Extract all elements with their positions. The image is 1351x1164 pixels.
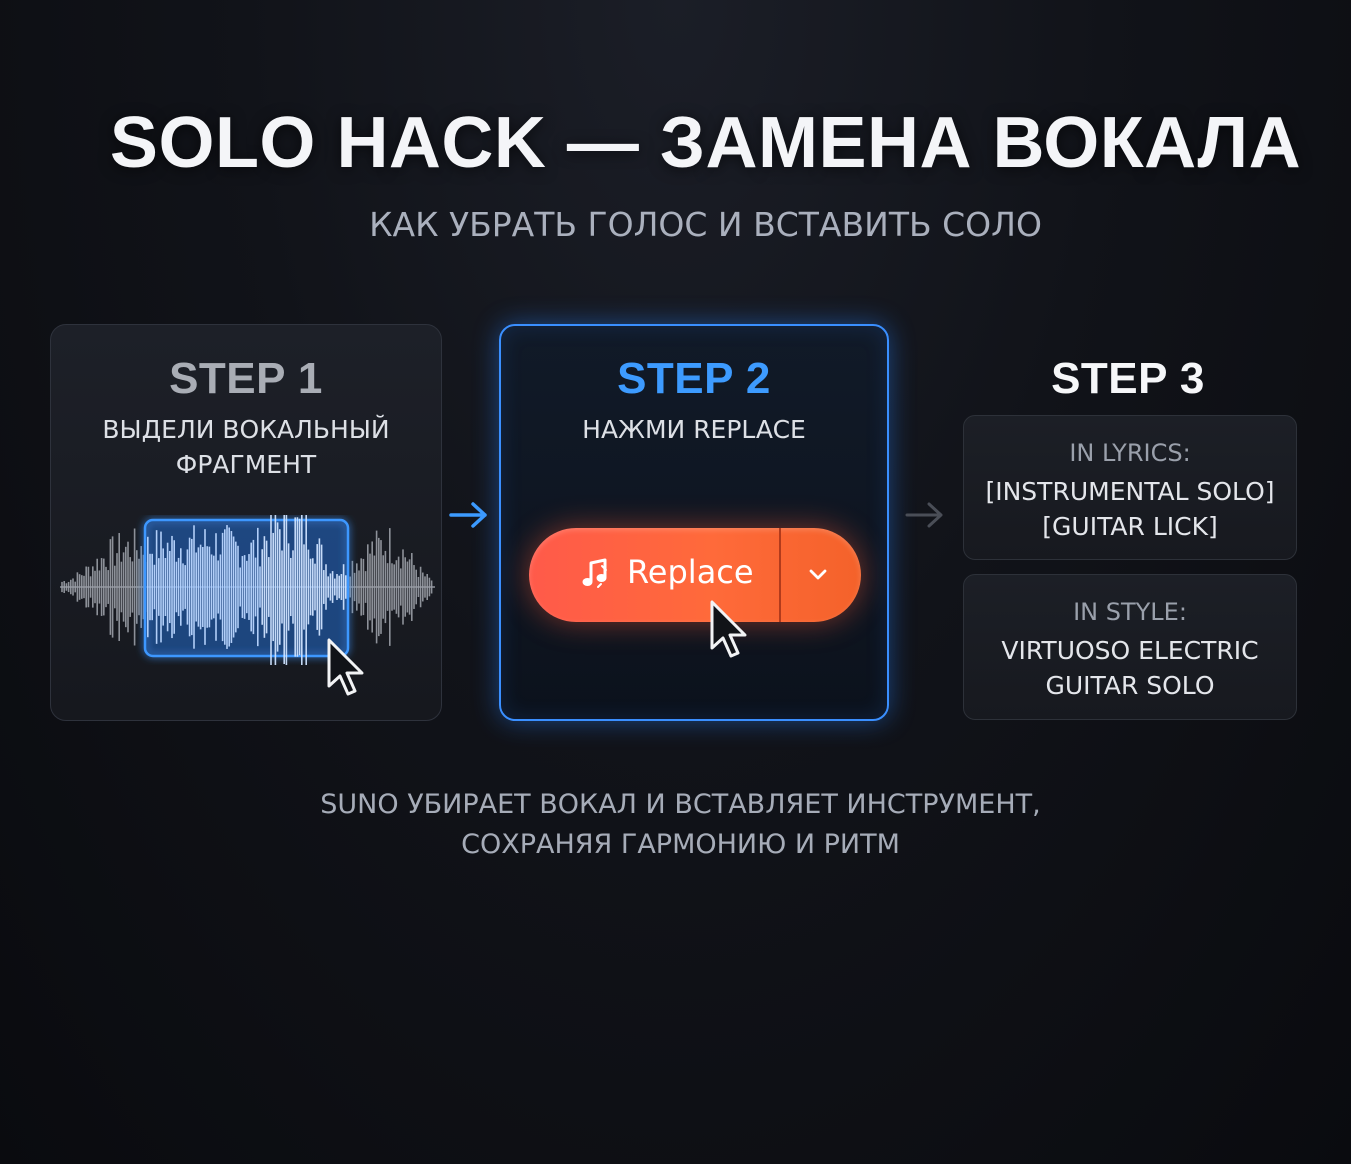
step-2-card (499, 324, 889, 721)
step-2-description: НАЖМИ REPLACE (582, 415, 806, 444)
lyrics-heading: IN LYRICS: (1069, 439, 1191, 467)
replace-button-label: Replace (627, 553, 754, 591)
button-divider (779, 528, 781, 622)
replace-split-button (529, 528, 861, 622)
style-heading: IN STYLE: (1073, 598, 1187, 626)
page-subtitle: КАК УБРАТЬ ГОЛОС И ВСТАВИТЬ СОЛО (369, 205, 1042, 244)
mouse-cursor-icon (710, 600, 747, 658)
footer-line: SUNO УБИРАЕТ ВОКАЛ И ВСТАВЛЯЕТ ИНСТРУМЕН… (320, 789, 1041, 820)
arrow-right-icon (449, 502, 487, 528)
lyrics-line: [GUITAR LICK] (1042, 512, 1218, 541)
style-input-box[interactable]: IN STYLE: VIRTUOSO ELECTRIC GUITAR SOLO (963, 574, 1297, 720)
music-note-icon (582, 558, 607, 588)
style-line: VIRTUOSO ELECTRIC (1001, 636, 1259, 665)
arrow-right-icon (905, 502, 943, 528)
mouse-cursor-icon (327, 638, 364, 696)
step-1-description-line: ВЫДЕЛИ ВОКАЛЬНЫЙ (102, 415, 390, 444)
step-1-label: STEP 1 (169, 354, 323, 403)
waveform-bars (60, 528, 435, 646)
footer-line: СОХРАНЯЯ ГАРМОНИЮ И РИТМ (461, 829, 900, 860)
step-1-description: ВЫДЕЛИ ВОКАЛЬНЫЙ ФРАГМЕНТ (60, 412, 432, 482)
waveform-bars-selected (147, 515, 347, 665)
style-line: GUITAR SOLO (1045, 671, 1215, 700)
step-2-label: STEP 2 (617, 354, 771, 403)
lyrics-input-box[interactable]: IN LYRICS: [INSTRUMENTAL SOLO] [GUITAR L… (963, 415, 1297, 560)
step-3-label: STEP 3 (1051, 354, 1205, 403)
lyrics-line: [INSTRUMENTAL SOLO] (985, 477, 1275, 506)
step-1-description-line: ФРАГМЕНТ (175, 450, 317, 479)
footer-caption: SUNO УБИРАЕТ ВОКАЛ И ВСТАВЛЯЕТ ИНСТРУМЕН… (0, 785, 1351, 865)
audio-waveform[interactable] (60, 515, 435, 665)
page-title: SOLO HACK — ЗАМЕНА ВОКАЛА (109, 103, 1302, 183)
chevron-down-icon[interactable] (806, 565, 830, 583)
